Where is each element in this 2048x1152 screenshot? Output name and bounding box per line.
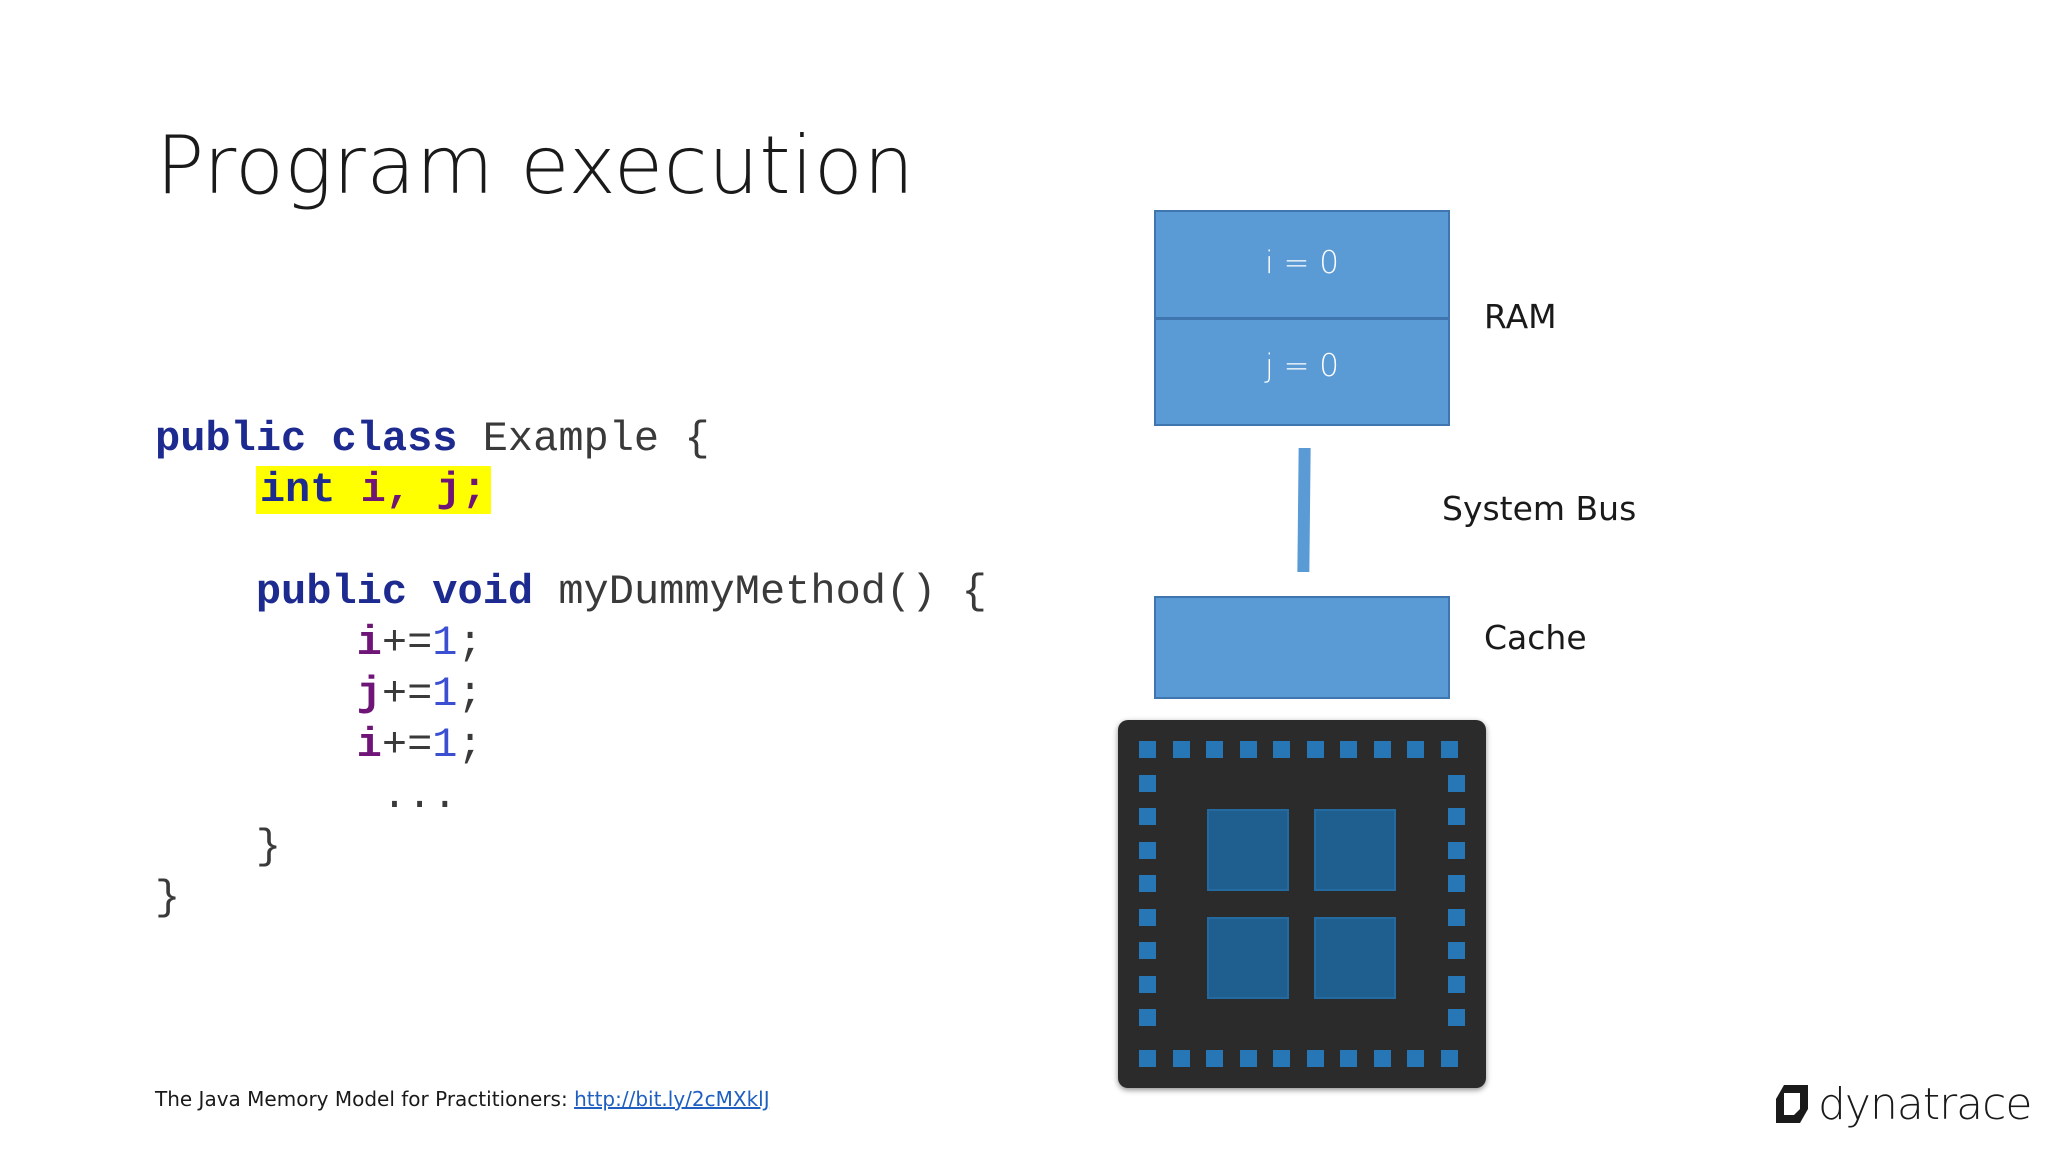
cpu-pin — [1206, 1050, 1223, 1067]
cpu-pin — [1173, 741, 1190, 758]
cpu-pin — [1139, 775, 1156, 792]
cpu-pin — [1173, 1050, 1190, 1067]
cpu-core — [1207, 917, 1289, 999]
cpu-pin — [1273, 741, 1290, 758]
cpu-core — [1207, 809, 1289, 891]
cpu-core — [1314, 917, 1396, 999]
cpu-pin — [1139, 808, 1156, 825]
keyword-public: public — [155, 415, 307, 463]
cpu-pin — [1448, 909, 1465, 926]
ram-label: RAM — [1484, 297, 1557, 336]
open-brace: { — [961, 568, 987, 616]
dynatrace-logo-icon — [1776, 1085, 1808, 1123]
cpu-pin — [1448, 942, 1465, 959]
system-bus-line — [1297, 448, 1311, 572]
ram-cell-j: j = 0 — [1264, 348, 1340, 384]
cpu-pin — [1448, 1009, 1465, 1026]
class-name: Example — [482, 415, 660, 463]
variable: j — [356, 670, 382, 718]
code-line-6: i+=1; — [155, 720, 987, 771]
logo-text: dynatrace — [1818, 1078, 2032, 1130]
code-line-7: ... — [155, 771, 987, 822]
cpu-pin — [1407, 741, 1424, 758]
cpu-pin — [1340, 1050, 1357, 1067]
cpu-pin — [1448, 875, 1465, 892]
close-brace-method: } — [255, 823, 282, 871]
cpu-pin — [1340, 741, 1357, 758]
number-literal: 1 — [432, 619, 458, 667]
number-literal: 1 — [432, 670, 458, 718]
variable: i — [356, 721, 382, 769]
method-name: myDummyMethod() — [558, 568, 937, 616]
close-brace-class: } — [155, 874, 181, 922]
operator: += — [381, 670, 433, 718]
cpu-pin — [1139, 976, 1156, 993]
ellipsis: ... — [381, 772, 458, 820]
cpu-pin — [1240, 1050, 1257, 1067]
code-line-1: public class Example { — [155, 414, 987, 465]
cpu-pin — [1139, 909, 1156, 926]
cpu-pin — [1307, 741, 1324, 758]
operator: += — [381, 619, 433, 667]
cpu-pin — [1307, 1050, 1324, 1067]
cache-block — [1154, 596, 1450, 699]
highlighted-declaration: int i, j; — [255, 466, 491, 514]
keyword-int: int — [259, 466, 336, 514]
semicolon: ; — [457, 619, 483, 667]
ram-divider — [1156, 317, 1448, 320]
code-line-4: i+=1; — [155, 618, 987, 669]
cpu-pin — [1139, 741, 1156, 758]
cpu-pin — [1139, 942, 1156, 959]
footer-reference: The Java Memory Model for Practitioners:… — [155, 1087, 770, 1111]
semicolon: ; — [457, 670, 483, 718]
cpu-pin — [1374, 741, 1391, 758]
cpu-pin — [1240, 741, 1257, 758]
code-line-9: } — [155, 873, 987, 924]
system-bus-label: System Bus — [1442, 489, 1637, 528]
cpu-pin — [1407, 1050, 1424, 1067]
keyword-class: class — [331, 415, 458, 463]
cpu-pin — [1441, 741, 1458, 758]
cpu-pin — [1448, 775, 1465, 792]
keyword-void: void — [432, 568, 534, 616]
cpu-pin — [1441, 1050, 1458, 1067]
cpu-pin — [1374, 1050, 1391, 1067]
cpu-pin — [1139, 842, 1156, 859]
operator: += — [381, 721, 433, 769]
semicolon: ; — [457, 721, 483, 769]
dynatrace-logo: dynatrace — [1772, 1078, 2032, 1130]
number-literal: 1 — [432, 721, 458, 769]
cpu-pin — [1273, 1050, 1290, 1067]
reference-link[interactable]: http://bit.ly/2cMXklJ — [574, 1087, 770, 1111]
code-line-8: } — [155, 822, 987, 873]
ram-cell-i: i = 0 — [1264, 245, 1340, 281]
ram-block: i = 0 j = 0 — [1154, 210, 1450, 426]
cache-label: Cache — [1484, 618, 1587, 657]
cpu-pin — [1448, 808, 1465, 825]
open-brace: { — [684, 415, 710, 463]
variable: i — [356, 619, 382, 667]
slide-title: Program execution — [156, 119, 915, 212]
code-line-blank — [155, 516, 987, 567]
footer-text: The Java Memory Model for Practitioners: — [155, 1087, 575, 1111]
keyword-public: public — [255, 568, 408, 616]
cpu-core — [1314, 809, 1396, 891]
cpu-pin — [1206, 741, 1223, 758]
cpu-chip-icon — [1118, 720, 1486, 1088]
cpu-pin — [1139, 875, 1156, 892]
code-block: public class Example { int i, j; public … — [155, 414, 987, 924]
code-line-5: j+=1; — [155, 669, 987, 720]
code-line-2: int i, j; — [155, 465, 987, 516]
code-line-3: public void myDummyMethod() { — [155, 567, 987, 618]
cpu-pin — [1448, 976, 1465, 993]
cpu-pin — [1139, 1050, 1156, 1067]
cpu-pin — [1448, 842, 1465, 859]
cpu-pin — [1139, 1009, 1156, 1026]
field-names: i, j; — [360, 466, 487, 514]
